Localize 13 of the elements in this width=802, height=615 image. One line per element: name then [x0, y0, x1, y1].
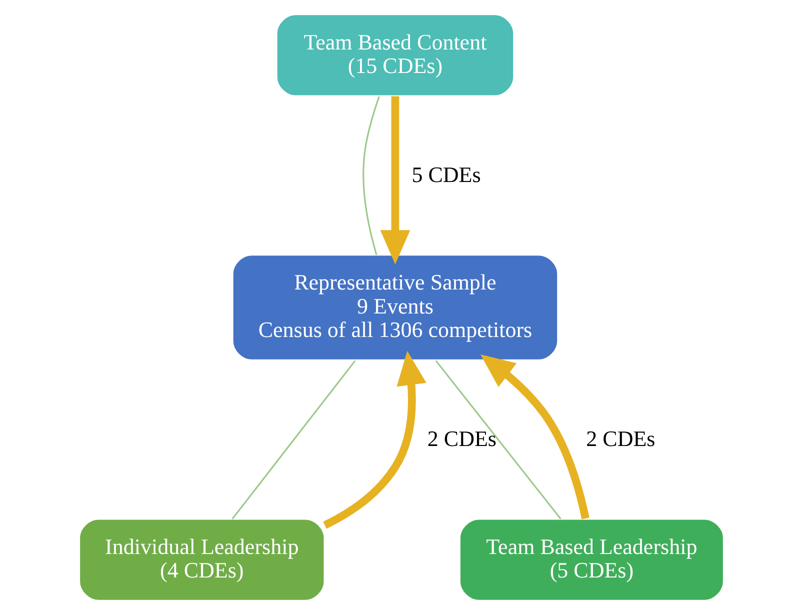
arrow — [480, 354, 589, 520]
connector — [434, 360, 561, 520]
node-box: Team Based Content (15 CDEs) — [275, 14, 514, 97]
connector — [362, 96, 380, 256]
node-box: Representative Sample 9 Events Census of all 1306 competitors — [231, 254, 558, 361]
edge-label: 2 CDEs — [426, 426, 496, 452]
node-box: Team Based Leadership (5 CDEs) — [458, 518, 724, 602]
edge-label: 2 CDEs — [586, 426, 655, 452]
node-box: Individual Leadership (4 CDEs) — [78, 518, 325, 602]
arrow — [380, 96, 410, 264]
arrow — [322, 350, 426, 529]
edge-label: 5 CDEs — [411, 162, 480, 188]
connector — [231, 360, 356, 520]
